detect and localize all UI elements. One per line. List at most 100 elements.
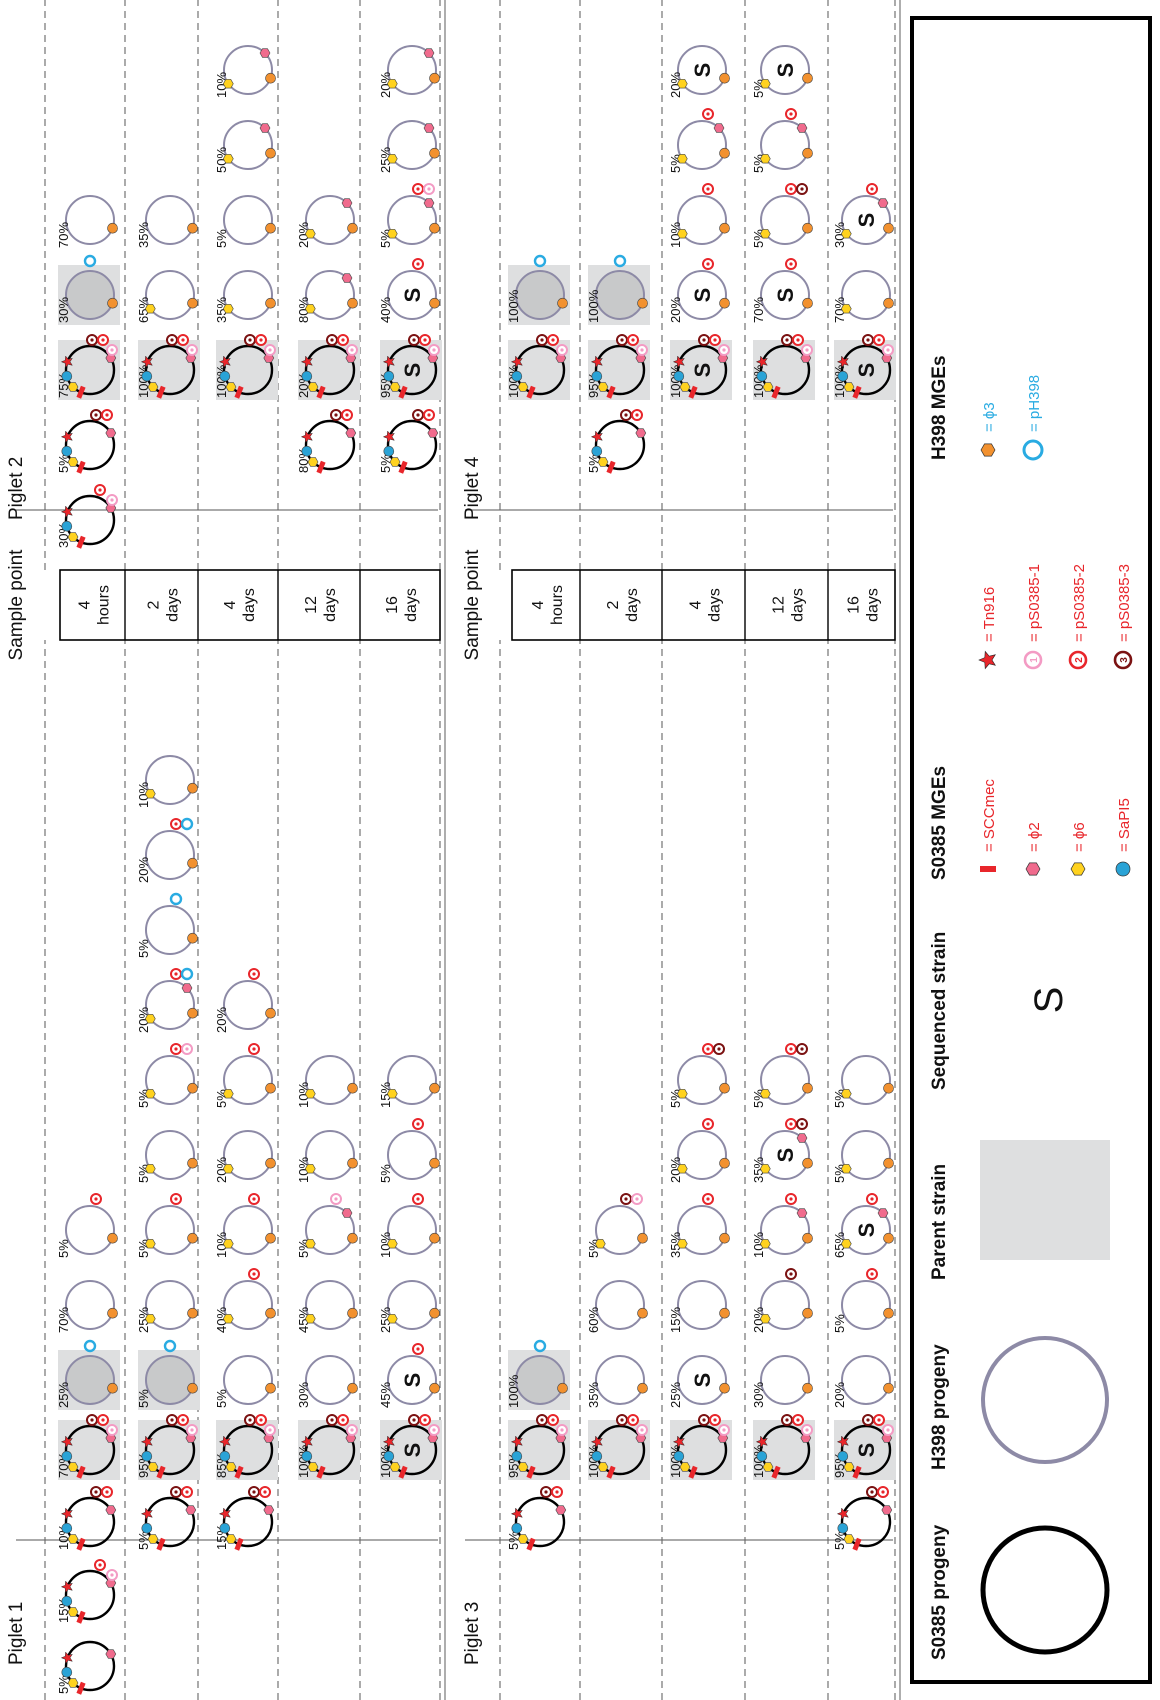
phi6-icon bbox=[145, 1014, 155, 1023]
plasmid-dot bbox=[866, 1418, 869, 1421]
sample-point-unit: days bbox=[707, 588, 724, 622]
phi3-icon bbox=[430, 298, 440, 308]
percentage-label: 100% bbox=[751, 364, 766, 398]
phi3-icon bbox=[108, 1383, 118, 1393]
sequenced-strain-mark: S bbox=[854, 1223, 879, 1238]
plasmid-number: 2 bbox=[1074, 657, 1085, 663]
phi3-icon bbox=[266, 148, 276, 158]
phi3-icon bbox=[188, 783, 198, 793]
phi3-icon bbox=[266, 1083, 276, 1093]
sample-point-value: 2 bbox=[605, 600, 622, 609]
phi2-icon bbox=[797, 1134, 807, 1143]
genome-cell: 30% bbox=[56, 485, 117, 549]
percentage-label: 100% bbox=[214, 364, 229, 398]
genome-cell: 10% bbox=[214, 1194, 276, 1258]
phi6-icon bbox=[387, 1314, 397, 1323]
sample-point-unit: days bbox=[322, 588, 339, 622]
phi6-icon bbox=[145, 1164, 155, 1173]
genome-cell: 20% bbox=[832, 1356, 894, 1408]
genome-cell: 65% bbox=[136, 271, 198, 323]
percentage-label: 5% bbox=[136, 1389, 151, 1408]
sapi5-icon bbox=[838, 1451, 848, 1461]
phi2-icon bbox=[878, 1209, 888, 1218]
plasmid-dot bbox=[706, 187, 709, 190]
plasmid-dot bbox=[713, 1418, 716, 1421]
phi3-icon bbox=[266, 223, 276, 233]
tn916-icon bbox=[979, 651, 995, 668]
phi6-icon bbox=[305, 1164, 315, 1173]
phi6-icon bbox=[844, 383, 854, 392]
phi6-icon bbox=[595, 1239, 605, 1248]
percentage-label: 60% bbox=[586, 1307, 601, 1333]
genome-cell: 25% bbox=[136, 1281, 198, 1333]
phi6-icon bbox=[223, 154, 233, 163]
genome-cell: 5% bbox=[378, 184, 440, 248]
phi3-icon bbox=[720, 1158, 730, 1168]
phi3-icon bbox=[803, 223, 813, 233]
phi2-icon bbox=[424, 124, 434, 133]
plasmid-dot bbox=[248, 338, 251, 341]
sequenced-strain-mark: S bbox=[400, 1443, 425, 1458]
phi6-icon bbox=[841, 229, 851, 238]
phi3-icon bbox=[188, 1308, 198, 1318]
phi3-icon bbox=[108, 1233, 118, 1243]
plasmid-dot bbox=[796, 1418, 799, 1421]
legend-item-label: = SCCmec bbox=[981, 779, 998, 852]
legend-item-label: = pS0385-1 bbox=[1026, 564, 1043, 642]
sequenced-strain-mark: S bbox=[854, 1443, 879, 1458]
phi3-icon bbox=[108, 223, 118, 233]
h398-genome-circle bbox=[66, 1281, 114, 1329]
plasmid-dot bbox=[170, 338, 173, 341]
genome-cell: 95%S bbox=[832, 1415, 896, 1480]
phi3-icon bbox=[430, 1383, 440, 1393]
plasmid-dot bbox=[640, 1428, 643, 1431]
ph398-icon bbox=[535, 1341, 545, 1351]
plasmid-dot bbox=[702, 338, 705, 341]
plasmid-dot bbox=[789, 1272, 792, 1275]
sample-point-value: 16 bbox=[384, 596, 401, 614]
plasmid-dot bbox=[870, 187, 873, 190]
plasmid-dot bbox=[713, 338, 716, 341]
percentage-label: 20% bbox=[214, 1007, 229, 1033]
h398-genome-circle bbox=[596, 1356, 644, 1404]
phi3-icon bbox=[720, 223, 730, 233]
sapi5-icon bbox=[302, 371, 312, 381]
h398-genome-circle bbox=[306, 1356, 354, 1404]
sapi5-icon bbox=[1116, 862, 1130, 876]
genome-cell: 40% bbox=[214, 1269, 276, 1333]
genome-cell: 100% bbox=[751, 1415, 815, 1480]
genome-cell: 10% bbox=[751, 1194, 813, 1258]
sapi5-icon bbox=[384, 446, 394, 456]
plasmid-dot bbox=[101, 1418, 104, 1421]
genome-cell: 30% bbox=[751, 1356, 813, 1408]
plasmid-dot bbox=[94, 413, 97, 416]
plasmid-dot bbox=[330, 1418, 333, 1421]
genome-cell: 60% bbox=[586, 1281, 648, 1333]
plasmid-dot bbox=[800, 1047, 803, 1050]
sapi5-icon bbox=[838, 371, 848, 381]
genome-cell: 25% bbox=[378, 1281, 440, 1333]
plasmid-dot bbox=[416, 413, 419, 416]
phi6-icon bbox=[145, 1314, 155, 1323]
percentage-label: 100% bbox=[378, 1444, 393, 1478]
plasmid-dot bbox=[640, 348, 643, 351]
genome-cell: 20% bbox=[668, 1119, 730, 1183]
phi6-icon bbox=[760, 1089, 770, 1098]
sample-point-value: 4 bbox=[530, 600, 547, 609]
plasmid-dot bbox=[866, 338, 869, 341]
plasmid-dot bbox=[98, 488, 101, 491]
phi6-icon bbox=[223, 79, 233, 88]
percentage-label: 5% bbox=[214, 1389, 229, 1408]
plasmid-dot bbox=[174, 1047, 177, 1050]
plasmid-dot bbox=[544, 1490, 547, 1493]
phi6-icon bbox=[308, 383, 318, 392]
ph398-icon bbox=[1024, 441, 1042, 459]
genome-cell: 80% bbox=[296, 410, 356, 474]
h398-genome-circle bbox=[678, 1281, 726, 1329]
phi6-icon bbox=[841, 1089, 851, 1098]
plasmid-dot bbox=[105, 413, 108, 416]
sequenced-strain-mark: S bbox=[690, 63, 715, 78]
phi6-icon bbox=[677, 1239, 687, 1248]
phi3-icon bbox=[188, 1083, 198, 1093]
